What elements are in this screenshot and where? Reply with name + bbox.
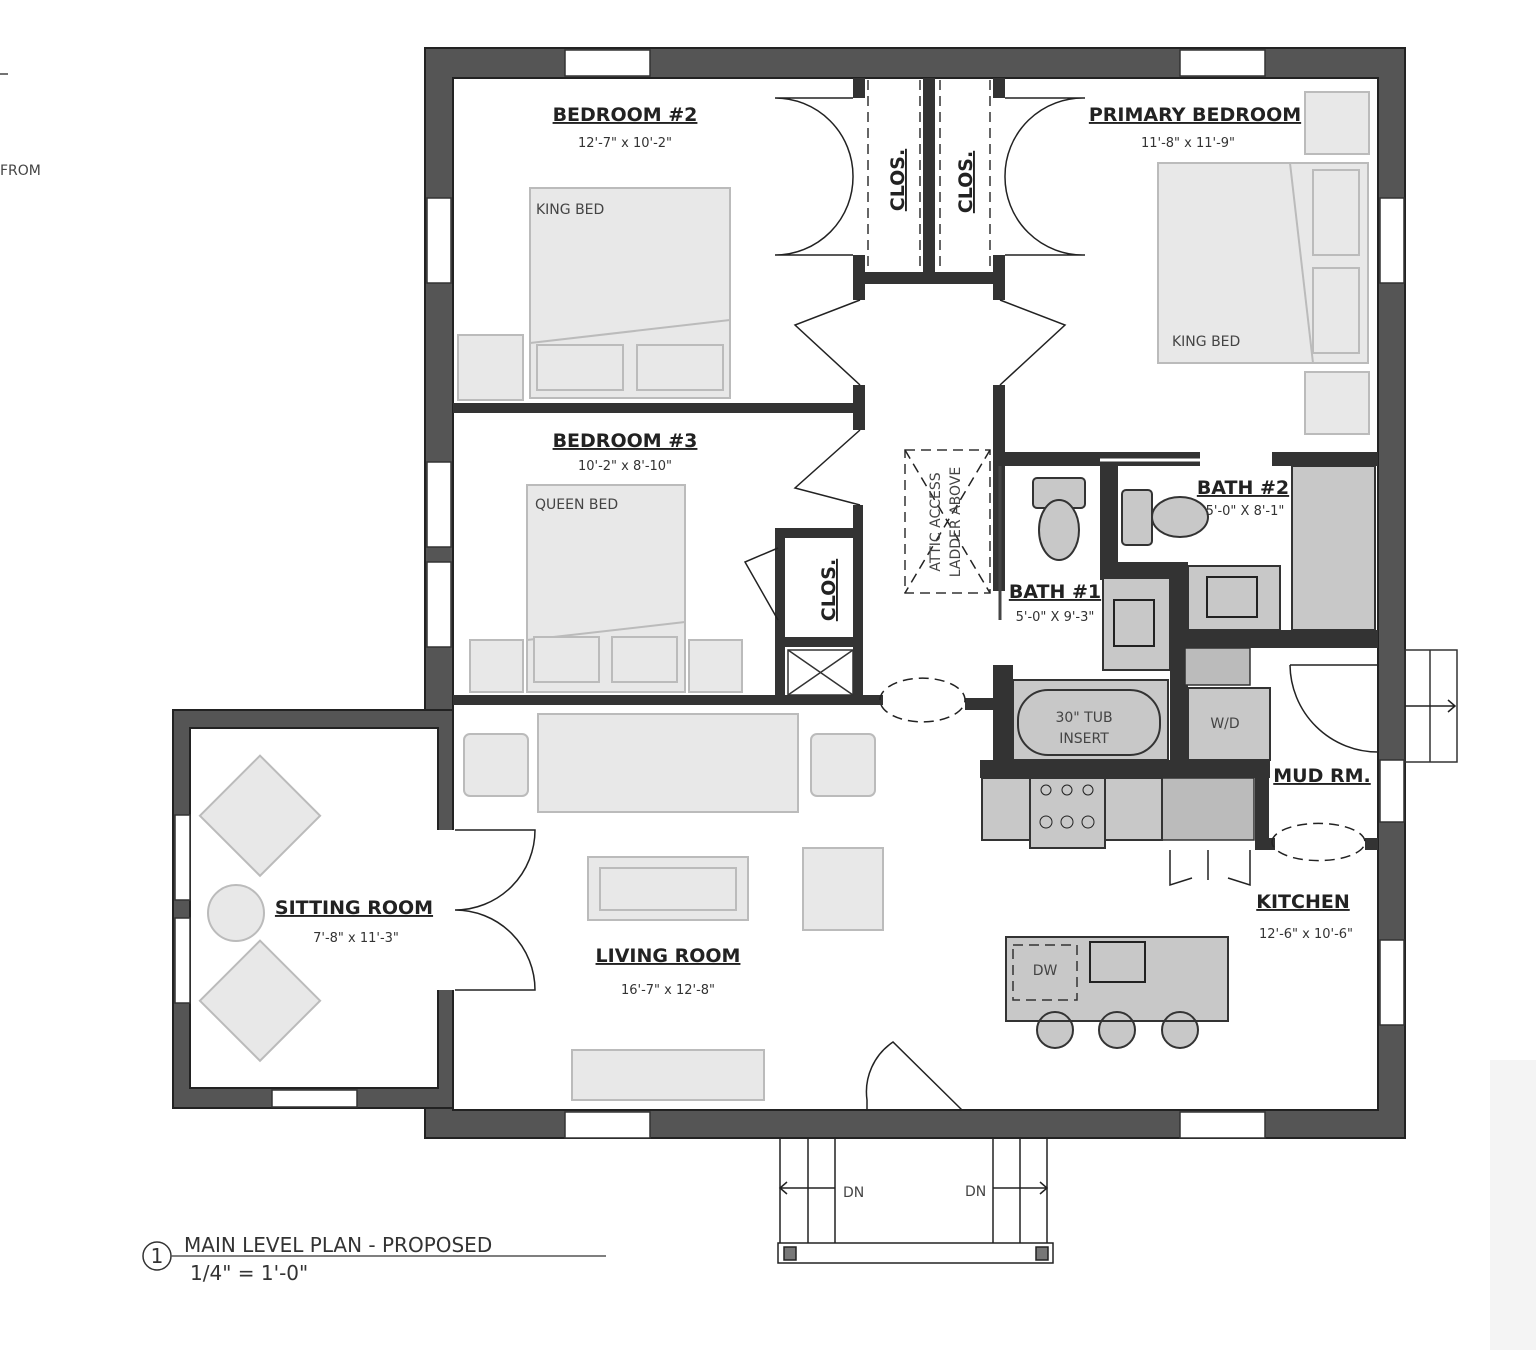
- stairs-down-right: DN: [965, 1184, 986, 1200]
- kitchen-dims: 12'-6" x 10'-6": [1259, 927, 1353, 942]
- edge-text: FROM: [0, 163, 41, 179]
- bedroom2-bed: KING BED: [536, 202, 604, 218]
- tub-label-line1: 30" TUB: [1055, 710, 1112, 726]
- sitting-name: SITTING ROOM: [275, 897, 433, 919]
- edge-shade: [1490, 1060, 1536, 1350]
- primary-name: PRIMARY BEDROOM: [1089, 104, 1301, 126]
- bedroom2-dims: 12'-7" x 10'-2": [578, 136, 672, 151]
- living-name: LIVING ROOM: [596, 945, 741, 967]
- living-dims: 16'-7" x 12'-8": [621, 983, 715, 998]
- bath1-dims: 5'-0" X 9'-3": [1016, 610, 1095, 625]
- sitting-dims: 7'-8" x 11'-3": [313, 931, 399, 946]
- drawing-number: 1: [151, 1244, 164, 1268]
- closet-label-primary: CLOS.: [955, 151, 977, 213]
- bedroom3-dims: 10'-2" x 8'-10": [578, 459, 672, 474]
- drawing-scale: 1/4" = 1'-0": [190, 1261, 308, 1285]
- doors: [454, 80, 1458, 1111]
- bath2-name: BATH #2: [1197, 477, 1289, 499]
- dishwasher-label: DW: [1033, 963, 1058, 979]
- tub-label-line2: INSERT: [1059, 731, 1109, 747]
- fixtures: [981, 465, 1376, 1049]
- mud-room-name: MUD RM.: [1273, 765, 1370, 787]
- primary-dims: 11'-8" x 11'-9": [1141, 136, 1235, 151]
- kitchen-name: KITCHEN: [1256, 891, 1349, 913]
- bedroom3-name: BEDROOM #3: [553, 430, 698, 452]
- attic-access-line2: LADDER ABOVE: [948, 467, 964, 577]
- title-block: 1 MAIN LEVEL PLAN - PROPOSED 1/4" = 1'-0…: [142, 1233, 606, 1285]
- bedroom3-bed: QUEEN BED: [535, 497, 618, 513]
- primary-bed: KING BED: [1172, 334, 1240, 350]
- washer-dryer-label: W/D: [1210, 716, 1239, 732]
- bedroom2-name: BEDROOM #2: [553, 104, 698, 126]
- stairs-down-left: DN: [843, 1185, 864, 1201]
- bath1-name: BATH #1: [1009, 581, 1101, 603]
- drawing-title: MAIN LEVEL PLAN - PROPOSED: [184, 1233, 492, 1257]
- entry-stairs: [777, 1138, 1054, 1264]
- bath2-dims: 5'-0" X 8'-1": [1206, 504, 1285, 519]
- closet-label-bedroom2: CLOS.: [887, 149, 909, 211]
- windows: [174, 49, 1405, 1139]
- closet-label-bedroom3: CLOS.: [818, 559, 840, 621]
- attic-access-line1: ATTIC ACCESS: [928, 472, 944, 571]
- furniture: [198, 91, 1370, 1101]
- interior-walls: [453, 78, 1378, 850]
